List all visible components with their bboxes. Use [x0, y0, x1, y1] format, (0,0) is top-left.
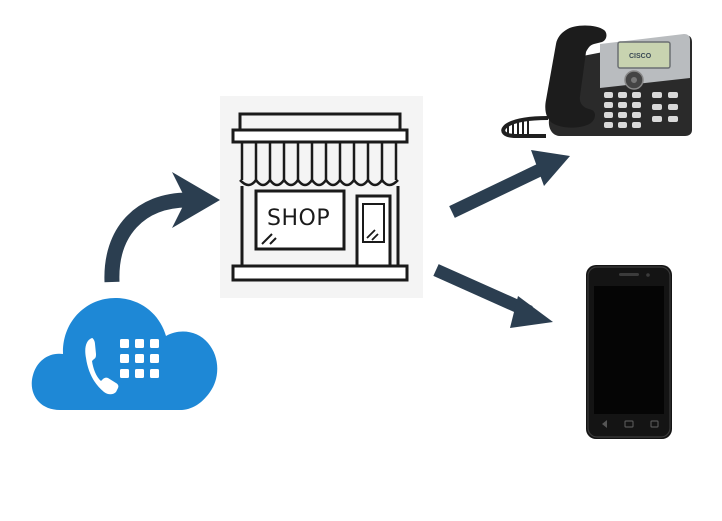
shop-icon: SHOP — [220, 96, 423, 298]
mobile-phone-icon — [586, 265, 672, 439]
phone-handset — [545, 25, 607, 128]
shop-window — [254, 189, 346, 251]
mobile-nav-buttons — [602, 420, 659, 428]
cloud-shape — [31, 297, 218, 410]
phone-keypad — [604, 92, 678, 128]
phone-brand-text: CISCO — [629, 53, 652, 60]
handset-icon — [85, 338, 119, 395]
curved-arrow-cloud-to-shop — [104, 172, 220, 283]
phone-cord — [501, 116, 549, 138]
keypad-icon — [120, 339, 159, 378]
desk-phone-icon: CISCO — [501, 25, 692, 138]
awning — [239, 142, 399, 187]
mobile-speaker — [619, 273, 639, 276]
shop-sign-text: SHOP — [267, 206, 330, 231]
arrow-shop-to-desk-phone — [449, 150, 570, 218]
mobile-screen — [594, 286, 664, 414]
arrow-shop-to-mobile — [433, 264, 553, 328]
cloud-phone-icon — [31, 297, 218, 410]
phone-screen — [617, 41, 671, 69]
